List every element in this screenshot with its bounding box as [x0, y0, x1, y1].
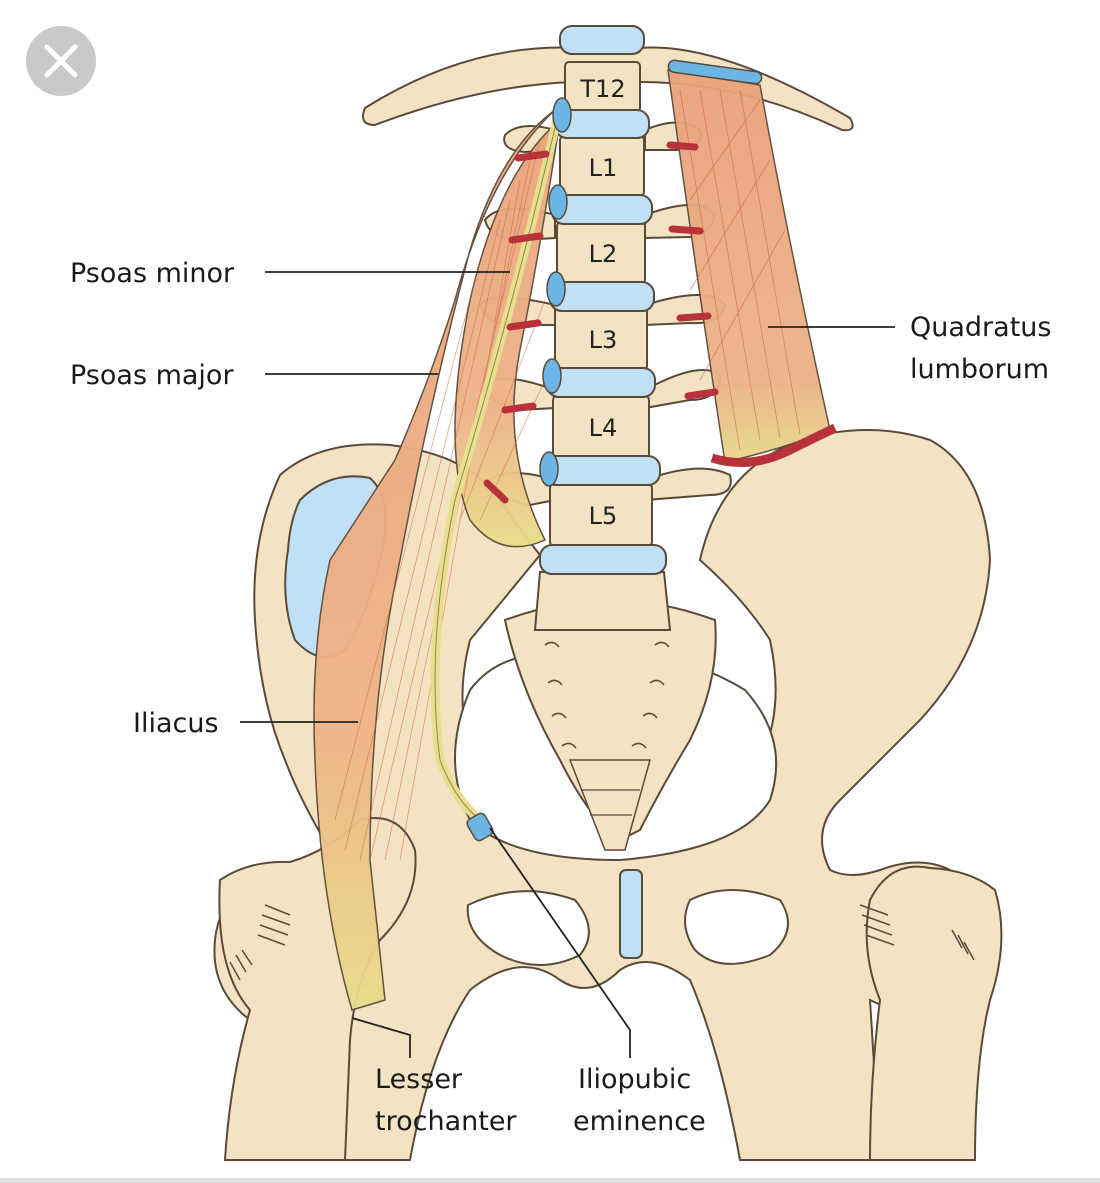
- close-button[interactable]: [26, 26, 96, 96]
- vertebra-label-l4: L4: [589, 414, 618, 442]
- spine: T12 L1 L2 L3 L4 L5: [478, 25, 732, 631]
- iliacus-muscle: [313, 109, 556, 1011]
- label-iliopubic: Iliopubic: [578, 1064, 691, 1095]
- label-quadratus: Quadratus: [910, 312, 1051, 343]
- vertebra-label-l2: L2: [589, 240, 618, 268]
- vertebra-label-l3: L3: [589, 326, 618, 354]
- label-psoas-minor: Psoas minor: [70, 258, 235, 289]
- label-eminence: eminence: [573, 1106, 706, 1137]
- label-lesser: Lesser: [375, 1064, 463, 1095]
- bottom-divider: [0, 1178, 1100, 1183]
- label-psoas-major: Psoas major: [70, 360, 234, 391]
- label-lumborum: lumborum: [910, 354, 1049, 385]
- quadratus-lumborum-muscle: [667, 69, 831, 463]
- vertebra-label-t12: T12: [579, 75, 625, 103]
- vertebra-label-l5: L5: [589, 502, 618, 530]
- vertebra-label-l1: L1: [589, 154, 618, 182]
- close-icon: [44, 44, 78, 78]
- label-trochanter: trochanter: [375, 1106, 517, 1137]
- label-iliacus: Iliacus: [133, 708, 219, 739]
